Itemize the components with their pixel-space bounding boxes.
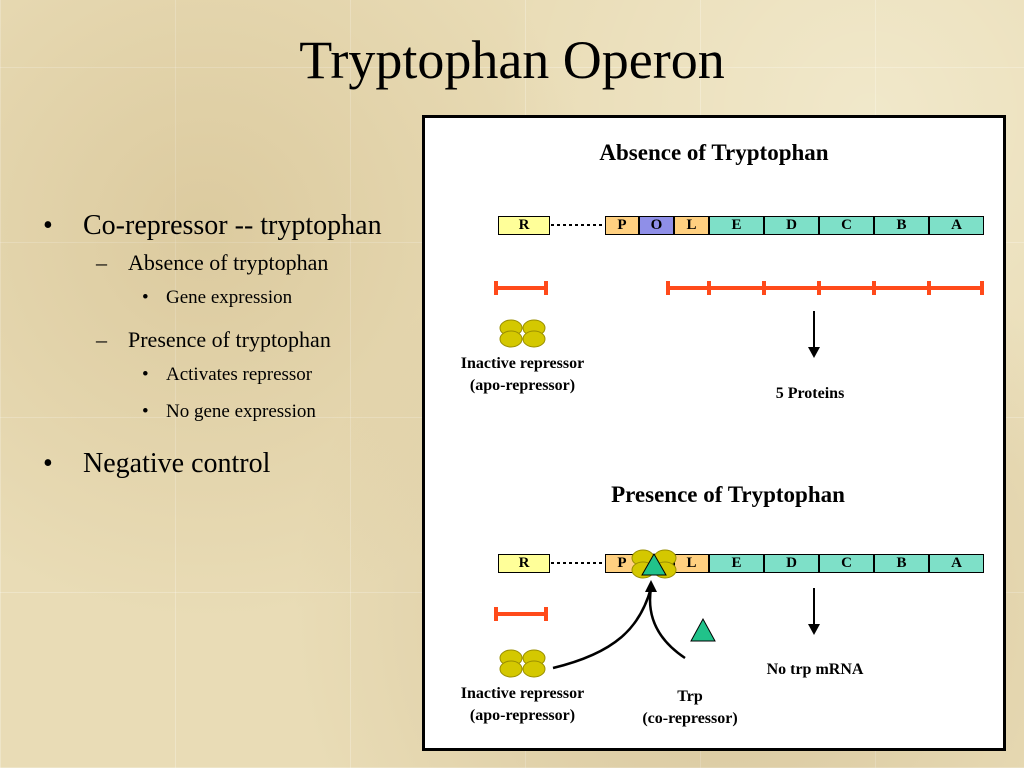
trp-label-line2: (co-repressor) — [642, 710, 738, 727]
dash-marker: – — [96, 327, 107, 352]
absence-repressor-label: Inactive repressor (apo-repressor) — [435, 353, 610, 397]
tryptophan-triangle-icon — [690, 617, 716, 642]
subsubbullet-activates-repressor: Activates repressor — [38, 361, 418, 388]
gene-d: D — [764, 554, 819, 573]
bound-tryptophan-icon — [641, 552, 667, 576]
absence-heading: Absence of Tryptophan — [599, 140, 829, 165]
subsubbullet-gene-expression: Gene expression — [38, 284, 418, 311]
repressor-transcript-bar — [494, 607, 548, 621]
subbullet-absence-text: Absence of tryptophan — [128, 250, 329, 275]
arrow-head-icon — [645, 580, 657, 592]
gene-r: R — [498, 554, 550, 573]
subbullet-presence: – Presence of tryptophan — [38, 325, 418, 355]
diagram-graphics — [494, 224, 984, 678]
repressor-label-line2: (apo-repressor) — [469, 377, 576, 394]
repressor-transcript-bar — [494, 281, 548, 295]
five-proteins-label: 5 Proteins — [775, 385, 845, 402]
repressor-label-line2: (apo-repressor) — [469, 707, 576, 724]
gene-d: D — [764, 216, 819, 235]
gene-b: B — [874, 216, 929, 235]
binding-arrow — [648, 587, 686, 660]
repressor-label-line1: Inactive repressor — [460, 685, 585, 702]
repressor-label-line1: Inactive repressor — [460, 355, 585, 372]
gene-c: C — [819, 216, 874, 235]
arrow-down-icon — [808, 588, 820, 635]
gene-o: O — [639, 216, 674, 235]
slide-title: Tryptophan Operon — [299, 30, 725, 90]
subbullet-absence: – Absence of tryptophan — [38, 248, 418, 278]
dash-marker: – — [96, 250, 107, 275]
gene-b: B — [874, 554, 929, 573]
operon-transcript-bar — [666, 281, 984, 295]
gene-p: P — [605, 216, 639, 235]
repressor-protein-icon — [499, 649, 546, 678]
bullet-list: Co-repressor -- tryptophan – Absence of … — [38, 205, 418, 484]
gene-l: L — [674, 554, 709, 573]
bullet-negative-control: Negative control — [38, 443, 418, 484]
no-mrna-label: No trp mRNA — [766, 661, 864, 678]
presence-repressor-label: Inactive repressor (apo-repressor) — [435, 683, 610, 727]
gene-l: L — [674, 216, 709, 235]
bullet-corepressor: Co-repressor -- tryptophan — [38, 205, 418, 246]
gene-r: R — [498, 216, 550, 235]
operon-diagram-panel: Absence of Tryptophan R P O L E D C B A … — [422, 115, 1006, 751]
arrow-down-icon — [808, 311, 820, 358]
gene-a: A — [929, 216, 984, 235]
binding-arrow — [552, 587, 653, 670]
repressor-protein-icon — [499, 319, 546, 348]
subbullet-presence-text: Presence of tryptophan — [128, 327, 331, 352]
trp-label-line1: Trp — [677, 688, 703, 705]
gene-e: E — [709, 216, 764, 235]
subsubbullet-no-gene-expression: No gene expression — [38, 398, 418, 425]
bound-repressor-overlay — [631, 549, 677, 579]
presence-heading: Presence of Tryptophan — [611, 482, 845, 507]
gene-a: A — [929, 554, 984, 573]
trp-corepressor-label: Trp (co-repressor) — [625, 686, 755, 730]
gene-e: E — [709, 554, 764, 573]
gene-c: C — [819, 554, 874, 573]
